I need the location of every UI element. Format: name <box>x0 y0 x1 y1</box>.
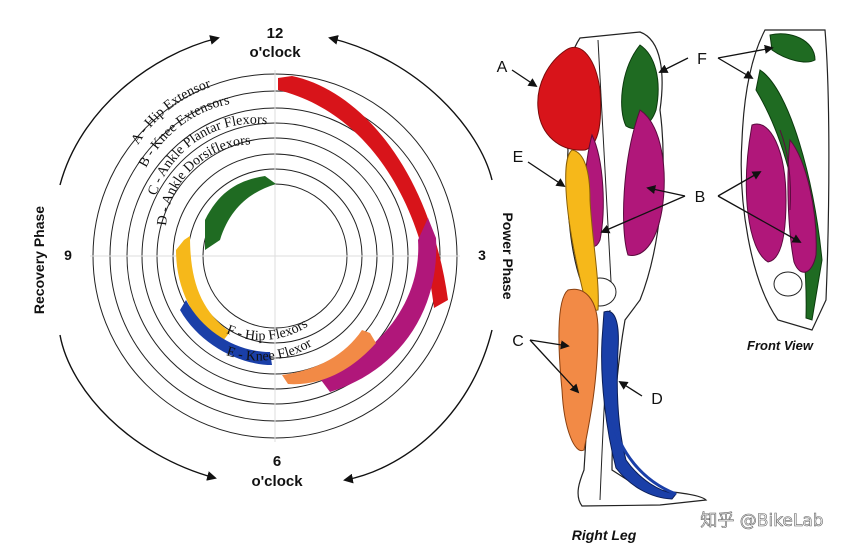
clock-3-number: 3 <box>478 247 486 263</box>
rotation-arrows <box>59 35 493 484</box>
muscle-d-ankle-dorsiflexors <box>601 310 677 500</box>
leg-letter-d: D <box>651 391 663 408</box>
front-hip-flexor <box>769 33 816 63</box>
right-leg-illustration: A B C D E F Right Leg <box>497 31 708 543</box>
leg-letter-b: B <box>695 189 706 206</box>
leg-letter-f: F <box>697 51 707 68</box>
front-view-illustration: Front View <box>717 29 830 353</box>
arc-d-ankle-dorsiflexors <box>180 300 272 365</box>
recovery-phase-label: Recovery Phase <box>31 206 47 314</box>
clock-12-word: o'clock <box>249 44 301 61</box>
arc-f-hip-flexors <box>205 176 276 250</box>
arc-c-ankle-plantar-flexors <box>282 330 376 385</box>
muscle-b-knee-extensors-side <box>623 109 665 256</box>
caption-right-leg: Right Leg <box>572 527 637 543</box>
caption-front-view: Front View <box>747 338 814 353</box>
clock-6-number: 6 <box>273 453 281 470</box>
arc-e-knee-flexor <box>176 236 230 342</box>
watermark: 知乎 @BikeLab <box>700 511 823 531</box>
clock-9-number: 9 <box>64 247 72 263</box>
leg-letter-e: E <box>513 149 524 166</box>
leg-letter-c: C <box>512 333 524 350</box>
clock-12-number: 12 <box>267 25 284 42</box>
label-ankle-dorsiflexors: D - Ankle Dorsiflexors <box>155 133 251 226</box>
leg-letter-a: A <box>497 59 508 76</box>
pedal-wheel: A - Hip Extensor B - Knee Extensors C - … <box>31 25 516 490</box>
clock-6-word: o'clock <box>251 473 303 490</box>
power-phase-label: Power Phase <box>500 212 516 299</box>
front-knee-extensors <box>745 123 787 263</box>
muscle-a-hip-extensor <box>537 47 602 151</box>
muscle-c-ankle-plantar-flexors <box>558 288 599 452</box>
